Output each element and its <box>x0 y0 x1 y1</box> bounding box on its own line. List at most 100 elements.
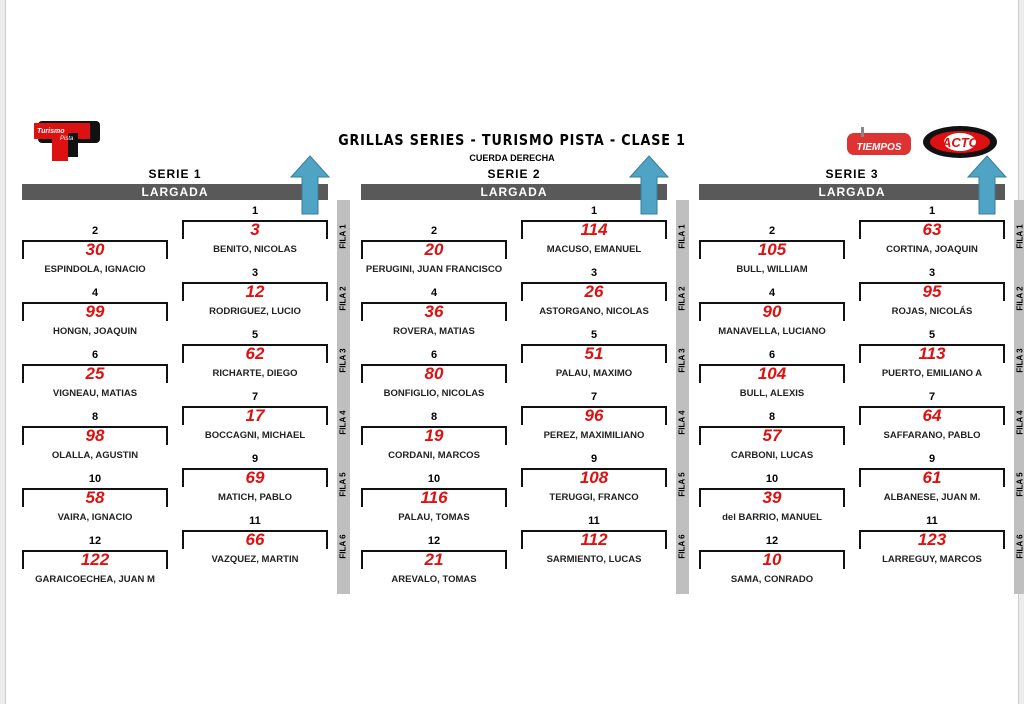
driver-name: VAIRA, IGNACIO <box>57 512 133 523</box>
grid-position: 1 <box>590 205 598 217</box>
car-number: 104 <box>757 364 787 383</box>
car-number: 51 <box>584 344 604 363</box>
grid-box <box>859 468 1005 487</box>
grid-box <box>521 344 667 363</box>
driver-name: del BARRIO, MANUEL <box>722 512 822 523</box>
grid-position: 6 <box>768 349 776 361</box>
grid-position: 9 <box>590 453 598 465</box>
car-number: 113 <box>918 344 946 363</box>
driver-name: VIGNEAU, MATIAS <box>52 388 138 399</box>
grid-box <box>22 550 168 569</box>
grid-box <box>182 468 328 487</box>
grid-box <box>22 302 168 321</box>
car-number: 10 <box>762 550 782 569</box>
car-number: 69 <box>245 468 265 487</box>
grid-box <box>182 344 328 363</box>
largada-bar: LARGADA <box>22 184 328 200</box>
driver-name: BONFIGLIO, NICOLAS <box>383 388 485 399</box>
car-number: 39 <box>762 488 782 507</box>
driver-name: RICHARTE, DIEGO <box>212 368 298 379</box>
grid-position: 3 <box>251 267 259 279</box>
largada-bar: LARGADA <box>699 184 1005 200</box>
grid-box <box>22 240 168 259</box>
grid-box <box>699 240 845 259</box>
grid-box <box>859 406 1005 425</box>
grid-box <box>859 530 1005 549</box>
grid-position: 2 <box>768 225 776 237</box>
car-number: 61 <box>922 468 942 487</box>
page-subtitle: CUERDA DERECHA <box>469 153 555 163</box>
grid-box <box>361 302 507 321</box>
grid-position: 6 <box>430 349 438 361</box>
grid-position: 8 <box>91 411 99 423</box>
grid-position: 1 <box>251 205 259 217</box>
grid-box <box>361 550 507 569</box>
grid-position: 8 <box>768 411 776 423</box>
fila-label: FILA 5 <box>1015 472 1024 497</box>
car-number: 90 <box>762 302 782 321</box>
driver-name: BENITO, NICOLAS <box>213 244 297 255</box>
car-number: 66 <box>245 530 265 549</box>
driver-name: CORDANI, MARCOS <box>388 450 480 461</box>
driver-name: ROJAS, NICOLÁS <box>891 306 973 317</box>
fila-label: FILA 1 <box>338 224 348 249</box>
driver-name: VAZQUEZ, MARTIN <box>211 554 299 565</box>
svg-text:Pista: Pista <box>60 136 74 142</box>
car-number: 17 <box>245 406 265 425</box>
grid-box <box>182 282 328 301</box>
driver-name: PERUGINI, JUAN FRANCISCO <box>365 264 503 275</box>
grid-box <box>699 302 845 321</box>
car-number: 99 <box>85 302 105 321</box>
car-number: 105 <box>757 240 787 259</box>
driver-name: SARMIENTO, LUCAS <box>546 554 642 565</box>
grid-position: 11 <box>926 515 938 527</box>
car-number: 122 <box>80 550 110 569</box>
grid-box <box>699 426 845 445</box>
fila-label: FILA 1 <box>677 224 687 249</box>
car-number: 96 <box>584 406 604 425</box>
car-number: 57 <box>762 426 782 445</box>
driver-name: BULL, WILLIAM <box>736 264 808 275</box>
driver-name: PALAU, MAXIMO <box>555 368 633 379</box>
svg-text:Turismo: Turismo <box>37 128 65 135</box>
actc-logo: ACTC <box>922 125 998 159</box>
car-number: 98 <box>85 426 105 445</box>
driver-name: OLALLA, AGUSTIN <box>51 450 139 461</box>
car-number: 112 <box>580 530 608 549</box>
grid-position: 7 <box>251 391 259 403</box>
fila-label: FILA 5 <box>677 472 687 497</box>
fila-label: FILA 2 <box>677 286 687 311</box>
fila-label: FILA 4 <box>1015 410 1024 435</box>
car-number: 3 <box>250 220 260 239</box>
grid-position: 1 <box>928 205 936 217</box>
grid-box <box>182 406 328 425</box>
car-number: 19 <box>424 426 444 445</box>
start-direction-arrow-icon <box>966 155 1008 215</box>
start-direction-arrow-icon <box>628 155 670 215</box>
driver-name: LARREGUY, MARCOS <box>882 554 982 565</box>
grid-box <box>521 220 667 239</box>
grid-position: 11 <box>588 515 600 527</box>
svg-text:ACTC: ACTC <box>941 135 979 150</box>
grid-box <box>22 364 168 383</box>
grid-position: 7 <box>928 391 936 403</box>
grid-box <box>182 530 328 549</box>
driver-name: AREVALO, TOMAS <box>391 574 477 585</box>
document-page <box>5 0 1019 704</box>
driver-name: BULL, ALEXIS <box>739 388 805 399</box>
fila-label: FILA 2 <box>1015 286 1024 311</box>
tiempos-logo: TIEMPOS <box>845 127 913 157</box>
page-title: GRILLAS SERIES - TURISMO PISTA - CLASE 1 <box>338 131 686 149</box>
car-number: 25 <box>85 364 105 383</box>
driver-name: CORTINA, JOAQUIN <box>886 244 978 255</box>
driver-name: PALAU, TOMAS <box>398 512 470 523</box>
driver-name: TERUGGI, FRANCO <box>549 492 639 503</box>
grid-box <box>361 488 507 507</box>
grid-box <box>521 468 667 487</box>
car-number: 30 <box>85 240 105 259</box>
svg-text:TIEMPOS: TIEMPOS <box>856 142 901 153</box>
car-number: 116 <box>420 488 448 507</box>
grid-position: 5 <box>928 329 936 341</box>
grid-position: 3 <box>928 267 936 279</box>
